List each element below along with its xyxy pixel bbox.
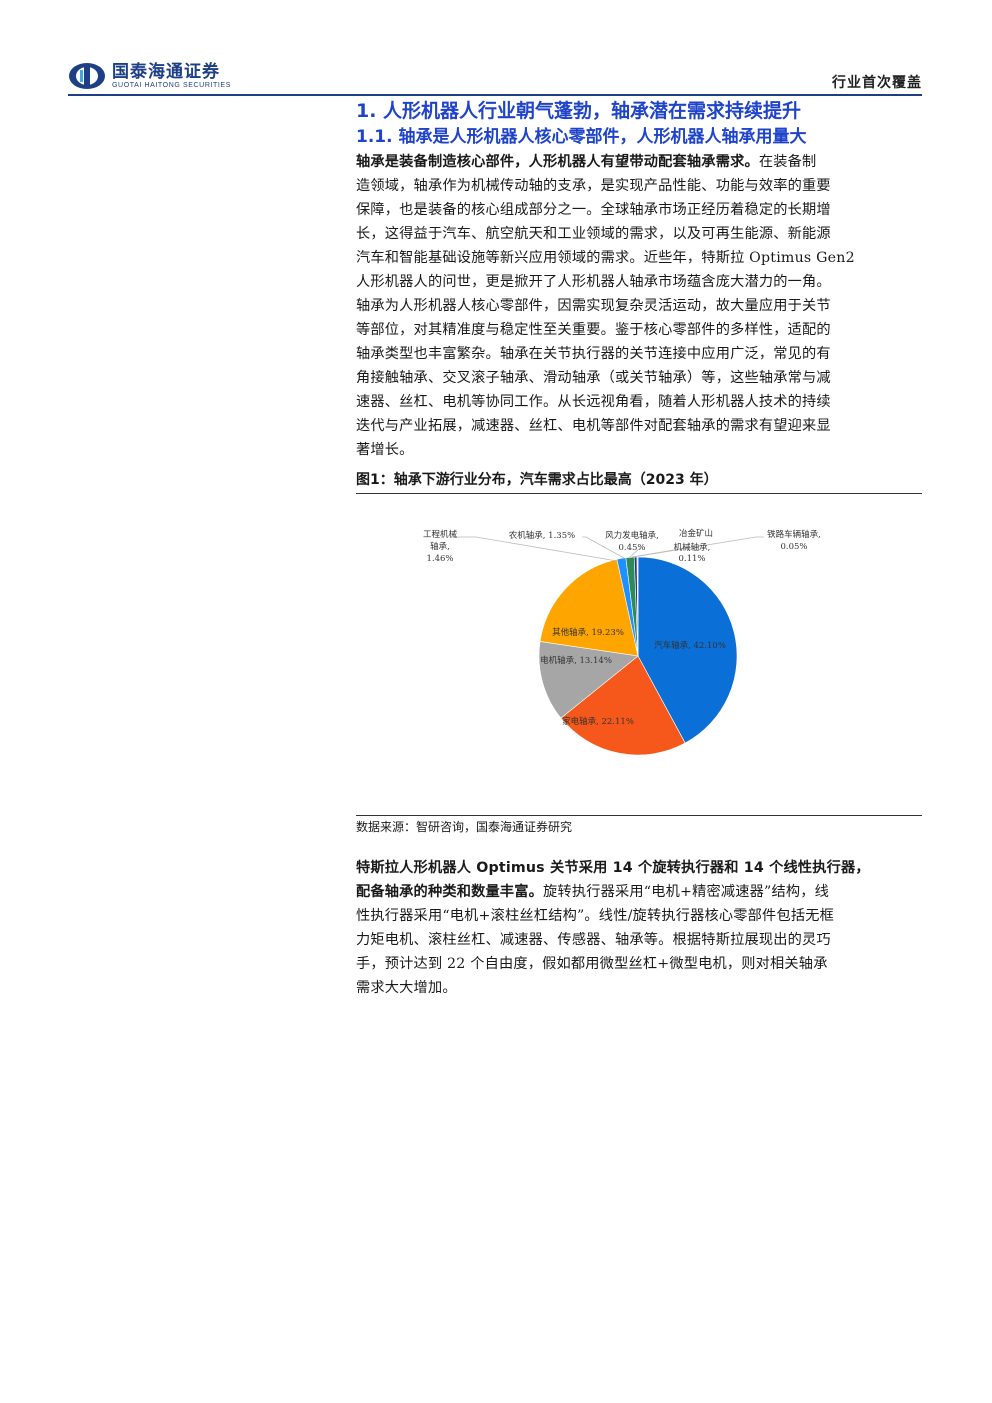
company-logo: 国泰海通证券 GUOTAI HAITONG SECURITIES [68,62,231,90]
label-engineering-l3: 1.46% [426,554,453,564]
pie-chart-svg: 工程机械 轴承, 1.46% 农机轴承, 1.35% 风力发电轴承, 0.45%… [423,528,821,756]
section-2-paragraph: 特斯拉人形机器人 Optimus 关节采用 14 个旋转执行器和 14 个线性执… [356,856,922,1000]
label-metal-l1: 冶金矿山 [679,528,713,539]
slice-label-appliance: 家电轴承, 22.11% [562,716,634,727]
paragraph-line: 汽车和智能基础设施等新兴应用领域的需求。近些年，特斯拉 Optimus Gen2 [356,250,855,266]
label-wind-l1: 风力发电轴承, [605,530,659,541]
pie-slice-1 [560,655,686,756]
bold-lead-line-2: 配备轴承的种类和数量丰富。 [356,884,544,900]
leader-line-engineering [454,536,618,562]
label-metal-l3: 0.11% [678,554,705,564]
pie-slice-2 [538,641,639,719]
paragraph-line: 轴承是装备制造核心部件，人形机器人有望带动配套轴承需求。在装备制 [356,154,817,170]
report-type-label: 行业首次覆盖 [832,75,922,91]
page-header: 国泰海通证券 GUOTAI HAITONG SECURITIES 行业首次覆盖 [68,62,922,94]
label-engineering-l2: 轴承, [430,541,450,552]
section-1-body: 轴承是装备制造核心部件，人形机器人有望带动配套轴承需求。在装备制 造领域，轴承作… [356,150,922,462]
paragraph-line: 著增长。 [356,442,414,458]
label-engineering-l1: 工程机械 [423,529,458,540]
paragraph-line: 等部位，对其精准度与稳定性至关重要。鉴于核心零部件的多样性，适配的 [356,322,831,338]
paragraph-line: 需求大大增加。 [356,980,457,996]
pie-chart: 工程机械 轴承, 1.46% 农机轴承, 1.35% 风力发电轴承, 0.45%… [356,495,922,815]
figure-top-rule [356,493,922,494]
figure-title: 图1：轴承下游行业分布，汽车需求占比最高（2023 年） [356,472,718,488]
paragraph-line: 性执行器采用“电机+滚柱丝杠结构”。线性/旋转执行器核心零部件包括无框 [356,908,834,924]
figure-bottom-rule [356,815,922,816]
leader-line-agri [582,536,625,559]
label-rail-l1: 铁路车辆轴承, [767,529,821,540]
pie-slice-0 [637,556,738,744]
label-rail-l2: 0.05% [780,542,807,552]
paragraph-line: 力矩电机、滚柱丝杠、减速器、传感器、轴承等。根据特斯拉展现出的灵巧 [356,932,831,948]
company-name-cn: 国泰海通证券 [112,61,220,82]
bold-lead-line-1: 特斯拉人形机器人 Optimus 关节采用 14 个旋转执行器和 14 个线性执… [356,860,870,876]
paragraph-line: 特斯拉人形机器人 Optimus 关节采用 14 个旋转执行器和 14 个线性执… [356,856,922,880]
slice-label-motor: 电机轴承, 13.14% [540,655,612,666]
section-heading: 1. 人形机器人行业朝气蓬勃，轴承潜在需求持续提升 [356,100,802,122]
paragraph-line: 保障，也是装备的核心组成部分之一。全球轴承市场正经历着稳定的长期增 [356,202,831,218]
slice-label-auto: 汽车轴承, 42.10% [654,640,726,651]
label-wind-l2: 0.45% [618,543,645,553]
header-divider [68,94,922,96]
slice-label-other: 其他轴承, 19.23% [552,627,624,638]
paragraph-line: 造领域，轴承作为机械传动轴的支承，是实现产品性能、功能与效率的重要 [356,178,831,194]
section-1: 1. 人形机器人行业朝气蓬勃，轴承潜在需求持续提升 1.1. 轴承是人形机器人核… [356,98,922,462]
paragraph-line: 长，这得益于汽车、航空航天和工业领域的需求，以及可再生能源、新能源 [356,226,831,242]
paragraph-line: 手，预计达到 22 个自由度，假如都用微型丝杠+微型电机，则对相关轴承 [356,956,828,972]
paragraph-line: 角接触轴承、交叉滚子轴承、滑动轴承（或关节轴承）等，这些轴承常与减 [356,370,831,386]
subsection-heading: 1.1. 轴承是人形机器人核心零部件，人形机器人轴承用量大 [356,127,807,147]
paragraph-line: 轴承类型也丰富繁杂。轴承在关节执行器的关节连接中应用广泛，常见的有 [356,346,831,362]
paragraph-line: 配备轴承的种类和数量丰富。旋转执行器采用“电机+精密减速器”结构，线 [356,884,830,900]
paragraph-line: 迭代与产业拓展，减速器、丝杠、电机等部件对配套轴承的需求有望迎来显 [356,418,831,434]
bold-lead-sentence: 轴承是装备制造核心部件，人形机器人有望带动配套轴承需求。 [356,154,759,170]
pie-slice-3 [539,558,639,657]
paragraph-line: 轴承为人形机器人核心零部件，因需实现复杂灵活运动，故大量应用于关节 [356,298,831,314]
leader-line-wind [629,546,642,558]
logo-mark-icon [68,62,106,90]
label-agri: 农机轴承, 1.35% [509,530,575,541]
paragraph-line: 速器、丝杠、电机等协同工作。从长远视角看，随着人形机器人技术的持续 [356,394,831,410]
leader-line-rail [632,536,764,558]
paragraph-line: 人形机器人的问世，更是掀开了人形机器人轴承市场蕴含庞大潜力的一角。 [356,274,831,290]
company-name-en: GUOTAI HAITONG SECURITIES [112,81,231,89]
figure-source: 数据来源：智研咨询，国泰海通证券研究 [356,820,573,834]
label-metal-l2: 机械轴承, [674,542,711,553]
